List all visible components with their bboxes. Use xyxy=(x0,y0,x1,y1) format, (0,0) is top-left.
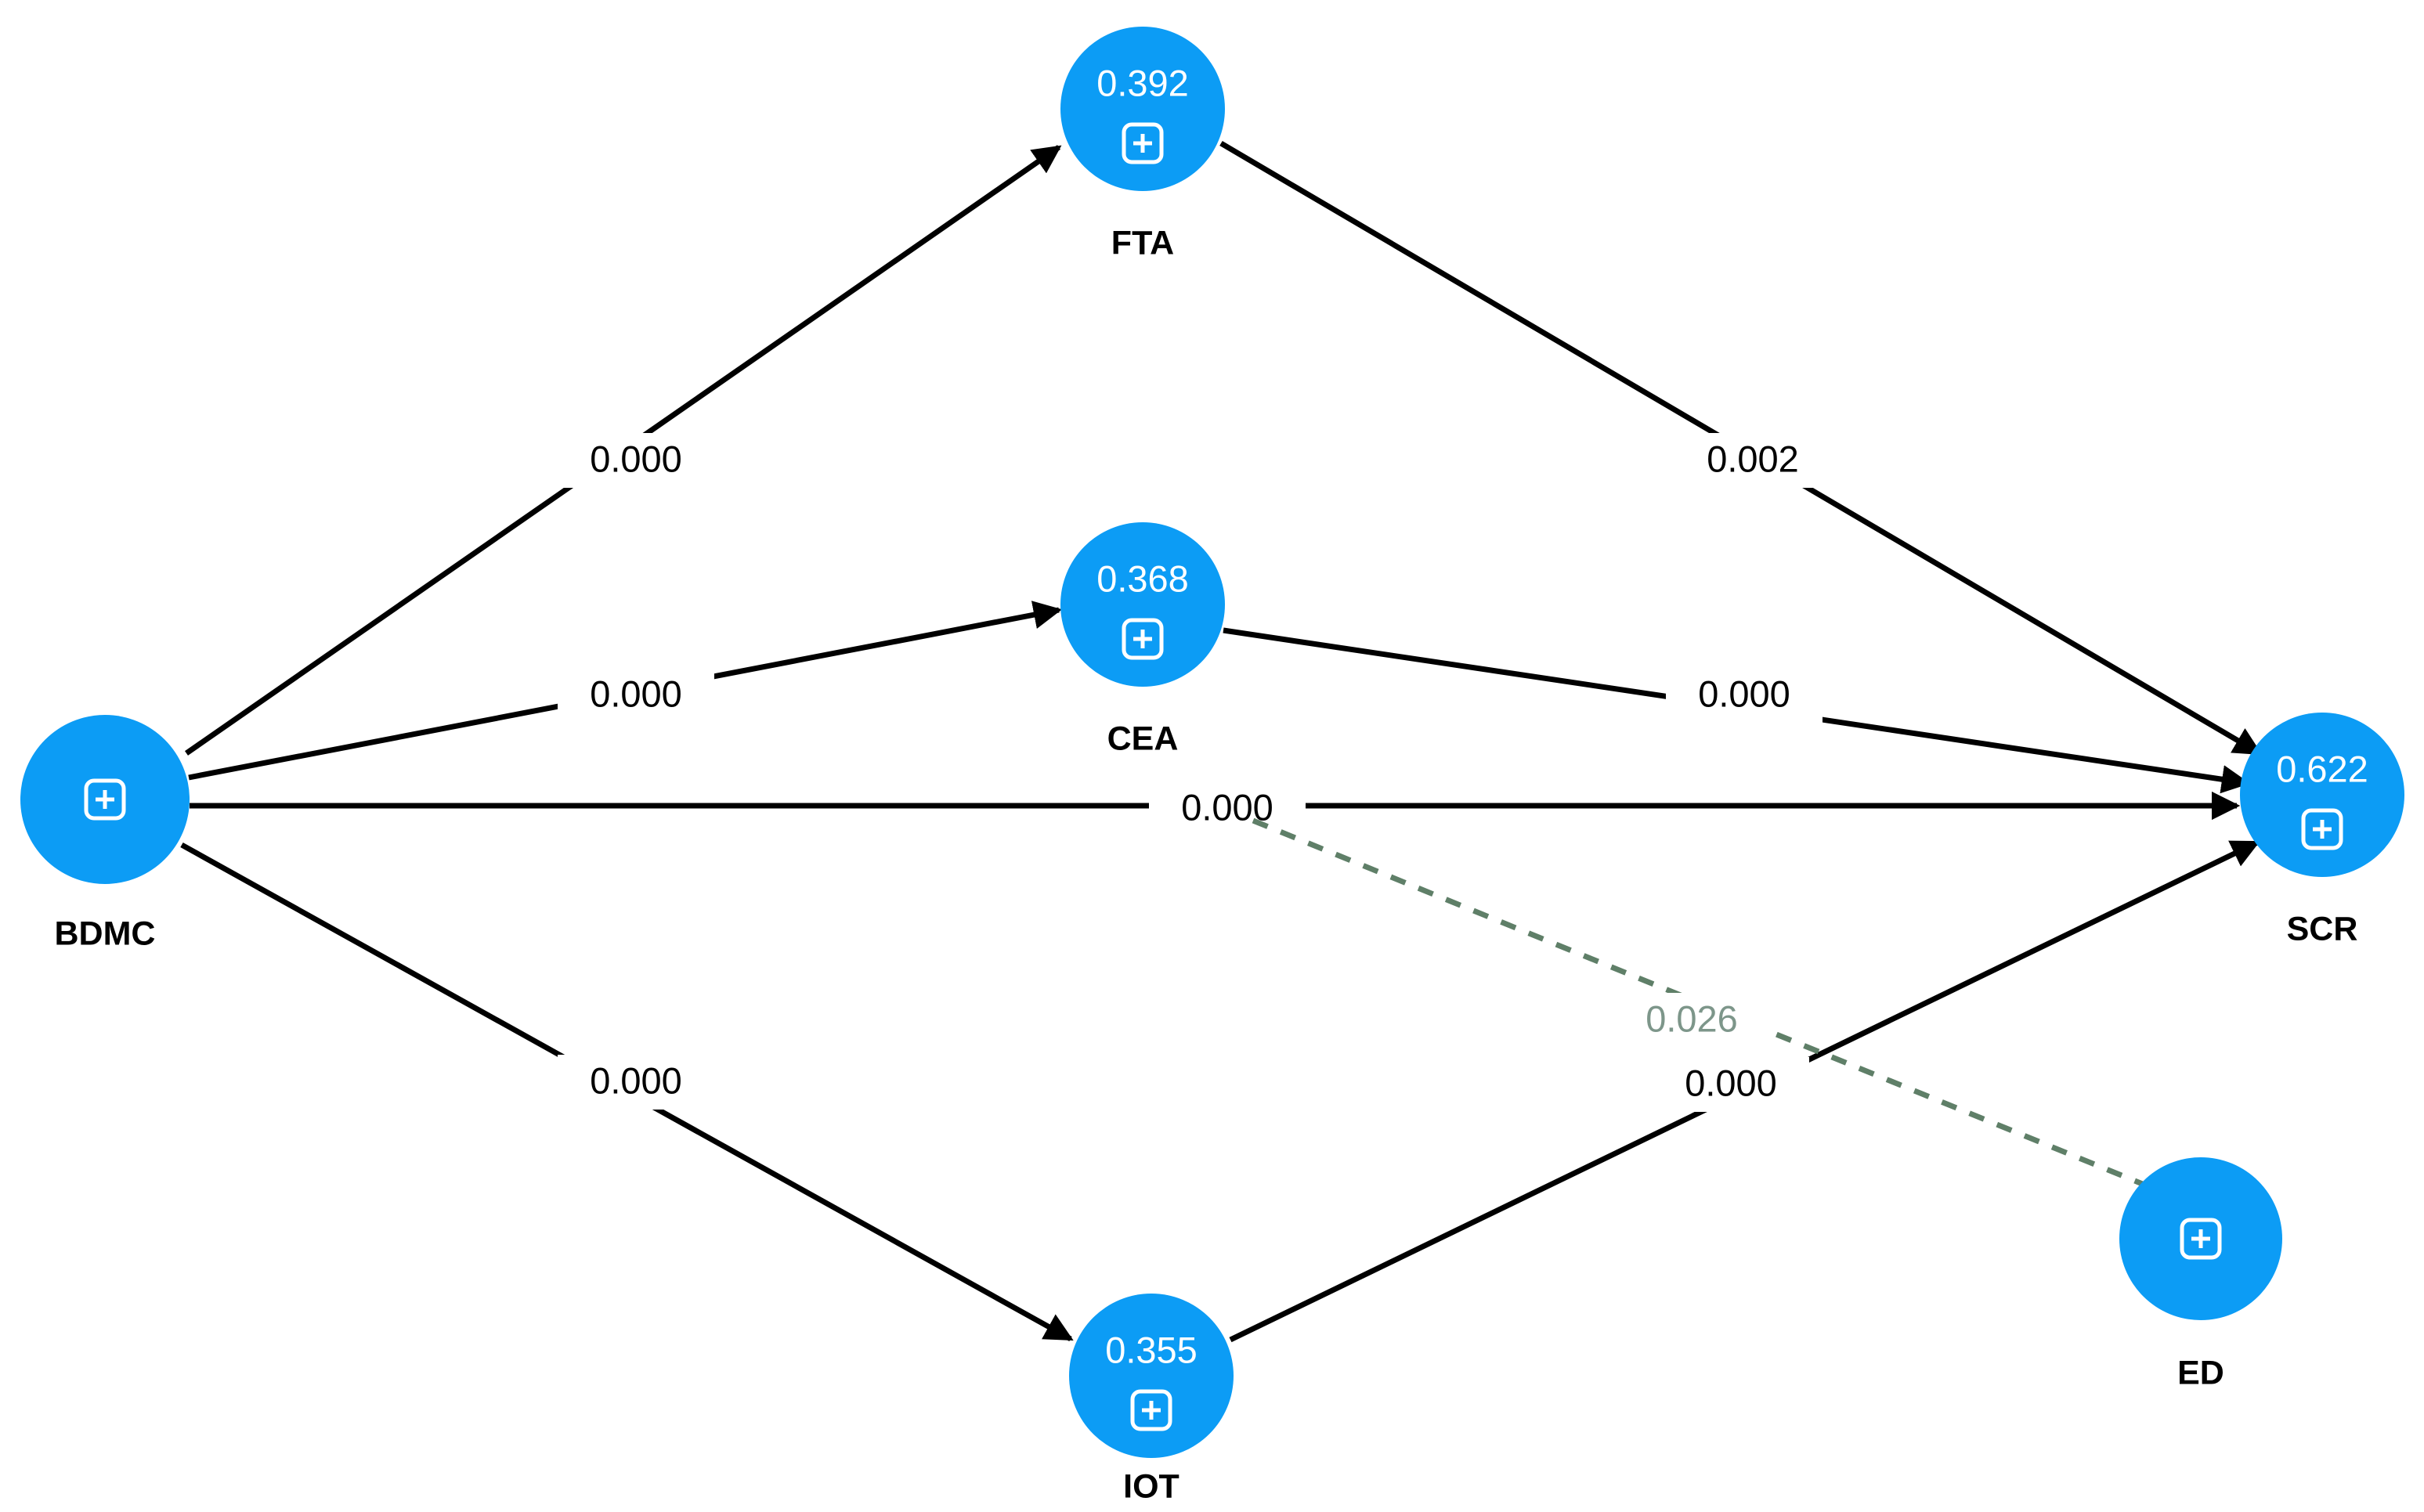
plus-square-icon[interactable] xyxy=(84,778,126,821)
edge-cea-scr-label-bg xyxy=(1666,668,1823,723)
edge-bdmc-fta[interactable]: 0.000 xyxy=(185,145,1062,756)
node-scr-r2: 0.622 xyxy=(2276,748,2368,789)
plus-square-icon[interactable] xyxy=(1122,618,1164,660)
node-scr-label: SCR xyxy=(2287,910,2358,947)
edge-bdmc-fta-label-bg xyxy=(558,433,714,488)
edge-ed-moderation[interactable]: 0.026 xyxy=(1252,817,2146,1188)
plus-square-icon[interactable] xyxy=(1130,1389,1172,1431)
node-ed-label: ED xyxy=(2177,1354,2224,1391)
node-iot-label: IOT xyxy=(1123,1467,1179,1505)
edge-fta-scr-label: 0.002 xyxy=(1707,438,1799,479)
edge-bdmc-iot-label: 0.000 xyxy=(590,1059,682,1101)
edge-iot-scr-label: 0.000 xyxy=(1685,1062,1777,1103)
node-iot-circle[interactable] xyxy=(1069,1294,1234,1458)
plus-square-icon-box xyxy=(2180,1218,2222,1260)
node-bdmc[interactable]: BDMC xyxy=(20,715,190,952)
node-fta[interactable]: 0.392 FTA xyxy=(1060,27,1225,262)
plus-square-icon-box xyxy=(84,778,126,821)
edge-bdmc-cea-label: 0.000 xyxy=(590,673,682,714)
edge-iot-scr[interactable]: 0.000 xyxy=(1229,839,2260,1343)
edge-ed-moderation-label-bg xyxy=(1613,993,1770,1048)
edge-cea-scr-label: 0.000 xyxy=(1698,673,1790,714)
node-bdmc-label: BDMC xyxy=(55,915,156,952)
node-iot[interactable]: 0.355 IOT xyxy=(1069,1294,1234,1505)
plus-square-icon[interactable] xyxy=(2301,808,2343,850)
plus-square-icon[interactable] xyxy=(2180,1218,2222,1260)
node-cea-r2: 0.368 xyxy=(1096,558,1189,599)
edge-bdmc-fta-label: 0.000 xyxy=(590,438,682,479)
edge-fta-scr-label-bg xyxy=(1674,433,1831,488)
edge-bdmc-scr[interactable]: 0.000 xyxy=(190,781,2241,836)
edge-bdmc-iot[interactable]: 0.000 xyxy=(180,842,1074,1342)
edge-iot-scr-label-bg xyxy=(1653,1057,1809,1112)
node-scr[interactable]: 0.622 SCR xyxy=(2240,713,2404,947)
node-cea-label: CEA xyxy=(1107,720,1179,757)
edge-ed-moderation-label: 0.026 xyxy=(1646,998,1738,1039)
edge-bdmc-iot-label-bg xyxy=(558,1055,714,1110)
plus-square-icon-box xyxy=(1122,122,1164,164)
edge-bdmc-cea-label-bg xyxy=(558,668,714,723)
node-cea[interactable]: 0.368 CEA xyxy=(1060,522,1225,757)
node-scr-circle[interactable] xyxy=(2240,713,2404,877)
edge-bdmc-scr-label-bg xyxy=(1149,781,1306,836)
edge-fta-scr[interactable]: 0.002 xyxy=(1219,140,2263,756)
plus-square-icon-box xyxy=(2301,808,2343,850)
plus-square-icon-box xyxy=(1130,1389,1172,1431)
node-cea-circle[interactable] xyxy=(1060,522,1225,687)
edge-bdmc-cea[interactable]: 0.000 xyxy=(188,601,1063,781)
plus-square-icon-box xyxy=(1122,618,1164,660)
node-fta-circle[interactable] xyxy=(1060,27,1225,191)
node-fta-label: FTA xyxy=(1111,224,1174,262)
edge-cea-scr[interactable]: 0.000 xyxy=(1223,627,2251,794)
plus-square-icon[interactable] xyxy=(1122,122,1164,164)
node-ed[interactable]: ED xyxy=(2119,1157,2282,1391)
node-iot-r2: 0.355 xyxy=(1105,1329,1198,1370)
node-fta-r2: 0.392 xyxy=(1096,62,1189,103)
